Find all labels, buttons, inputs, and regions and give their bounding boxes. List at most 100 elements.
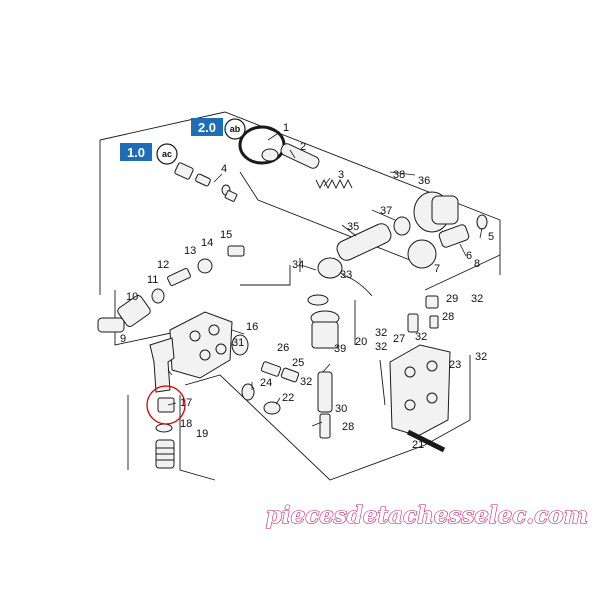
- callout-19: 19: [196, 428, 208, 440]
- callout-numbers: 1 2 3 4 5 6 7 8 9 10 11 12 13 14 15 16 1…: [120, 122, 494, 451]
- callout-10: 10: [126, 291, 138, 303]
- spring-33-part: [345, 275, 373, 297]
- callout-35: 35: [347, 221, 359, 233]
- piston-35-part: [336, 223, 392, 261]
- badge-1-0-code: ac: [162, 149, 172, 159]
- callout-24: 24: [260, 377, 272, 389]
- valve-17-part: [157, 397, 175, 413]
- watermark-text: piecesdetachesselec.com: [266, 502, 588, 529]
- callout-1: 1: [283, 122, 289, 134]
- cap-37-part: [393, 216, 411, 236]
- valve-body-part: [174, 162, 194, 180]
- callout-21: 21: [412, 439, 424, 451]
- pump-port-b: [208, 324, 220, 336]
- callout-27: 27: [393, 333, 405, 345]
- ring-34-part: [307, 294, 329, 306]
- callout-29: 29: [446, 293, 458, 305]
- leader-lines: [167, 131, 483, 447]
- valve-insert-part: [224, 190, 238, 202]
- check-valve-part: [167, 267, 191, 287]
- callout-12: 12: [157, 259, 169, 271]
- callout-31: 31: [232, 337, 244, 349]
- regulator-body-part: [431, 195, 459, 225]
- badge-2-0-code: ab: [230, 124, 241, 134]
- callout-22: 22: [282, 392, 294, 404]
- seal-ring-part: [231, 334, 249, 356]
- callout-15: 15: [220, 229, 232, 241]
- callout-25: 25: [292, 357, 304, 369]
- outlet-body-part: [117, 295, 151, 327]
- bolt-21-part: [406, 429, 446, 453]
- washer-22-part: [263, 401, 281, 415]
- badge-1-0-box: [120, 143, 152, 161]
- manifold-23-part: [389, 344, 451, 437]
- callout-32a: 32: [471, 293, 483, 305]
- valve-stem-part: [195, 173, 211, 187]
- badge-1-0-number: 1.0: [127, 145, 145, 160]
- disc-part: [261, 148, 279, 162]
- plug-29-part: [425, 295, 439, 309]
- elbow-part: [149, 337, 175, 393]
- callout-32d: 32: [415, 331, 427, 343]
- frame-outline: [99, 111, 501, 481]
- manifold-port-b: [426, 360, 438, 372]
- coupling-thread: [156, 447, 174, 461]
- manifold-port-c: [404, 399, 416, 411]
- callout-17: 17: [180, 397, 192, 409]
- sleeve-part: [280, 143, 320, 169]
- callout-30: 30: [335, 403, 347, 415]
- callout-32c: 32: [375, 341, 387, 353]
- callout-33: 33: [340, 269, 352, 281]
- pump-port-a: [189, 330, 201, 342]
- rod-30-part: [317, 371, 333, 413]
- valve-27-part: [407, 313, 419, 333]
- badge-1-0-circle: [156, 143, 178, 165]
- callout-4: 4: [221, 163, 227, 175]
- callout-6: 6: [466, 250, 472, 262]
- body-39-part: [311, 321, 339, 349]
- callout-34: 34: [292, 259, 304, 271]
- callout-39: 39: [334, 343, 346, 355]
- callout-2: 2: [300, 141, 306, 153]
- callout-28a: 28: [442, 311, 454, 323]
- pump-port-c: [199, 349, 211, 361]
- check-seal-part: [197, 258, 213, 274]
- callout-23: 23: [449, 359, 461, 371]
- manifold-port-d: [426, 392, 438, 404]
- check-plug-part: [227, 245, 245, 257]
- callout-26: 26: [277, 342, 289, 354]
- badge-2-0-number: 2.0: [198, 120, 216, 135]
- valve-25-part: [260, 361, 282, 377]
- plug-24-part: [241, 383, 255, 401]
- outlet-ring-part: [151, 288, 165, 304]
- callout-11: 11: [147, 274, 158, 286]
- callout-7: 7: [434, 263, 440, 275]
- callout-5: 5: [488, 231, 494, 243]
- badge-2-0: 2.0 ab: [191, 118, 246, 140]
- badge-2-0-circle: [224, 118, 246, 140]
- callout-32e: 32: [475, 351, 487, 363]
- callout-9: 9: [120, 333, 126, 345]
- callout-28b: 28: [342, 421, 354, 433]
- spring-part: [315, 178, 353, 190]
- callout-18: 18: [180, 418, 192, 430]
- parts: [97, 125, 488, 469]
- outlet-nozzle-part: [97, 317, 125, 333]
- valve-26-part: [280, 367, 300, 383]
- nut-7-part: [407, 239, 437, 269]
- piston-seal-part: [317, 257, 343, 279]
- highlight-circle: [146, 385, 186, 425]
- callout-20: 20: [355, 336, 367, 348]
- inlet-6-part: [438, 224, 470, 248]
- callout-36: 36: [418, 175, 430, 187]
- callout-32b: 32: [375, 327, 387, 339]
- screw-28-part: [429, 315, 439, 329]
- callout-14: 14: [201, 237, 213, 249]
- pump-port-d: [215, 343, 227, 355]
- tip-28-part: [319, 413, 331, 439]
- callout-13: 13: [184, 245, 196, 257]
- callout-37: 37: [380, 205, 392, 217]
- ring-5-part: [476, 214, 488, 230]
- manifold-port-a: [404, 366, 416, 378]
